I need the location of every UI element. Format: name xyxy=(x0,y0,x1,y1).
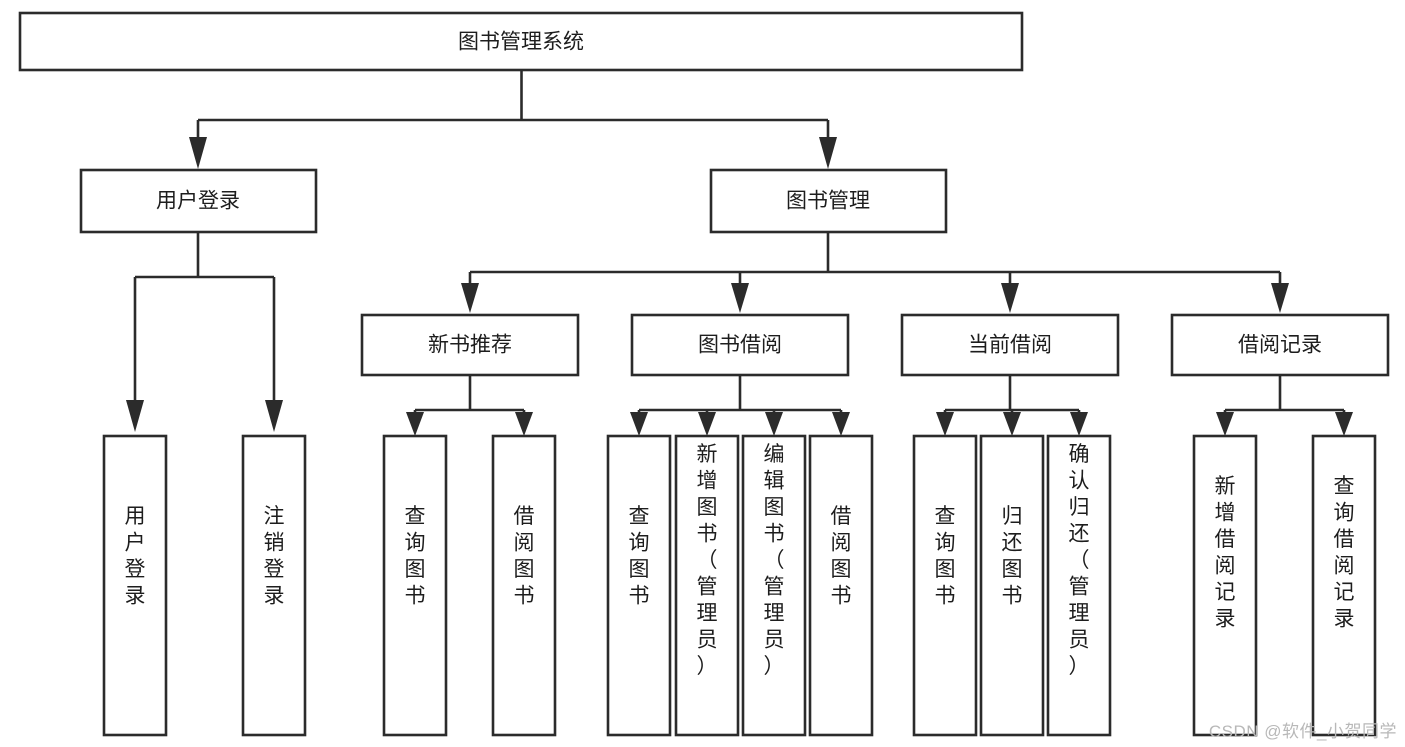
arrowhead-leaf-query-book-3 xyxy=(936,412,954,436)
node-leaf-query-record-label: 查询借阅记录 xyxy=(1334,475,1355,631)
node-book-management[interactable]: 图书管理 xyxy=(709,168,948,234)
node-leaf-user-logout-label: 注销登录 xyxy=(264,505,285,608)
node-leaf-borrow-book-1[interactable]: 借阅图书 xyxy=(491,434,557,737)
node-leaf-query-book-2-box[interactable] xyxy=(606,434,672,737)
node-borrow-record-label: 借阅记录 xyxy=(1238,334,1322,357)
node-leaf-return-book-label: 归还图书 xyxy=(1002,505,1023,608)
arrowhead-leaf-add-record xyxy=(1216,412,1234,436)
arrowhead-borrow-record xyxy=(1271,283,1289,313)
node-leaf-borrow-book-2-label: 借阅图书 xyxy=(831,505,852,608)
node-new-book-recommend-box[interactable] xyxy=(360,313,580,377)
node-leaf-query-book-3-box[interactable] xyxy=(912,434,978,737)
node-leaf-confirm-return[interactable]: 确认归还（管理员） xyxy=(1046,434,1112,737)
node-user-login[interactable]: 用户登录 xyxy=(79,168,318,234)
arrowhead-current-borrow xyxy=(1001,283,1019,313)
arrowhead-leaf-query-record xyxy=(1335,412,1353,436)
node-leaf-user-login-label: 用户登录 xyxy=(125,505,146,608)
node-leaf-edit-book-box[interactable] xyxy=(741,434,807,737)
node-leaf-query-record-box[interactable] xyxy=(1311,434,1377,737)
node-new-book-recommend-label: 新书推荐 xyxy=(428,334,512,357)
node-leaf-add-book-box[interactable] xyxy=(674,434,740,737)
node-book-borrow[interactable]: 图书借阅 xyxy=(630,313,850,377)
node-leaf-borrow-book-1-label: 借阅图书 xyxy=(514,505,535,608)
arrowhead-leaf-confirm-return xyxy=(1070,412,1088,436)
arrowhead-leaf-borrow-book-2 xyxy=(832,412,850,436)
arrowhead-leaf-edit-book xyxy=(765,412,783,436)
node-leaf-user-logout[interactable]: 注销登录 xyxy=(241,434,307,737)
node-current-borrow[interactable]: 当前借阅 xyxy=(900,313,1120,377)
node-leaf-query-book-2-label: 查询图书 xyxy=(629,505,650,608)
node-leaf-query-record[interactable]: 查询借阅记录 xyxy=(1311,434,1377,737)
node-book-management-label: 图书管理 xyxy=(786,190,870,213)
node-leaf-confirm-return-box[interactable] xyxy=(1046,434,1112,737)
node-leaf-add-record[interactable]: 新增借阅记录 xyxy=(1192,434,1258,737)
node-borrow-record[interactable]: 借阅记录 xyxy=(1170,313,1390,377)
node-leaf-user-login-box[interactable] xyxy=(102,434,168,737)
arrowhead-leaf-query-book-2 xyxy=(630,412,648,436)
node-root[interactable]: 图书管理系统 xyxy=(18,11,1024,72)
node-leaf-query-book-2[interactable]: 查询图书 xyxy=(606,434,672,737)
node-leaf-user-login[interactable]: 用户登录 xyxy=(102,434,168,737)
node-root-box[interactable] xyxy=(18,11,1024,72)
node-leaf-add-book-label: 新增图书（管理员） xyxy=(697,443,718,678)
arrowhead-new-book-recommend xyxy=(461,283,479,313)
connector-layer xyxy=(126,70,1353,436)
node-leaf-return-book[interactable]: 归还图书 xyxy=(979,434,1045,737)
node-book-management-box[interactable] xyxy=(709,168,948,234)
node-book-borrow-box[interactable] xyxy=(630,313,850,377)
node-user-login-label: 用户登录 xyxy=(156,190,240,213)
node-leaf-query-book-3-label: 查询图书 xyxy=(935,505,956,608)
node-leaf-query-book-1-label: 查询图书 xyxy=(405,505,426,608)
arrowhead-user-login xyxy=(189,137,207,169)
node-leaf-borrow-book-2-box[interactable] xyxy=(808,434,874,737)
node-user-login-box[interactable] xyxy=(79,168,318,234)
node-leaf-add-record-box[interactable] xyxy=(1192,434,1258,737)
node-new-book-recommend[interactable]: 新书推荐 xyxy=(360,313,580,377)
arrowhead-leaf-query-book-1 xyxy=(406,412,424,436)
node-leaf-query-book-1[interactable]: 查询图书 xyxy=(382,434,448,737)
node-leaf-return-book-box[interactable] xyxy=(979,434,1045,737)
arrowhead-leaf-user-logout xyxy=(265,400,283,432)
node-leaf-borrow-book-1-box[interactable] xyxy=(491,434,557,737)
node-leaf-borrow-book-2[interactable]: 借阅图书 xyxy=(808,434,874,737)
arrowhead-book-management xyxy=(819,137,837,169)
node-leaf-edit-book-label: 编辑图书（管理员） xyxy=(764,443,785,678)
node-leaf-add-book[interactable]: 新增图书（管理员） xyxy=(674,434,740,737)
node-leaf-edit-book[interactable]: 编辑图书（管理员） xyxy=(741,434,807,737)
node-leaf-add-record-label: 新增借阅记录 xyxy=(1215,475,1236,631)
node-leaf-query-book-1-box[interactable] xyxy=(382,434,448,737)
node-book-borrow-label: 图书借阅 xyxy=(698,334,782,357)
node-leaf-query-book-3[interactable]: 查询图书 xyxy=(912,434,978,737)
arrowhead-leaf-return-book xyxy=(1003,412,1021,436)
node-current-borrow-box[interactable] xyxy=(900,313,1120,377)
arrowhead-book-borrow xyxy=(731,283,749,313)
node-borrow-record-box[interactable] xyxy=(1170,313,1390,377)
node-leaf-confirm-return-label: 确认归还（管理员） xyxy=(1069,443,1090,678)
node-root-label: 图书管理系统 xyxy=(458,31,584,54)
arrowhead-leaf-borrow-book-1 xyxy=(515,412,533,436)
arrowhead-leaf-user-login xyxy=(126,400,144,432)
node-leaf-user-logout-box[interactable] xyxy=(241,434,307,737)
arrowhead-leaf-add-book xyxy=(698,412,716,436)
node-current-borrow-label: 当前借阅 xyxy=(968,334,1052,357)
